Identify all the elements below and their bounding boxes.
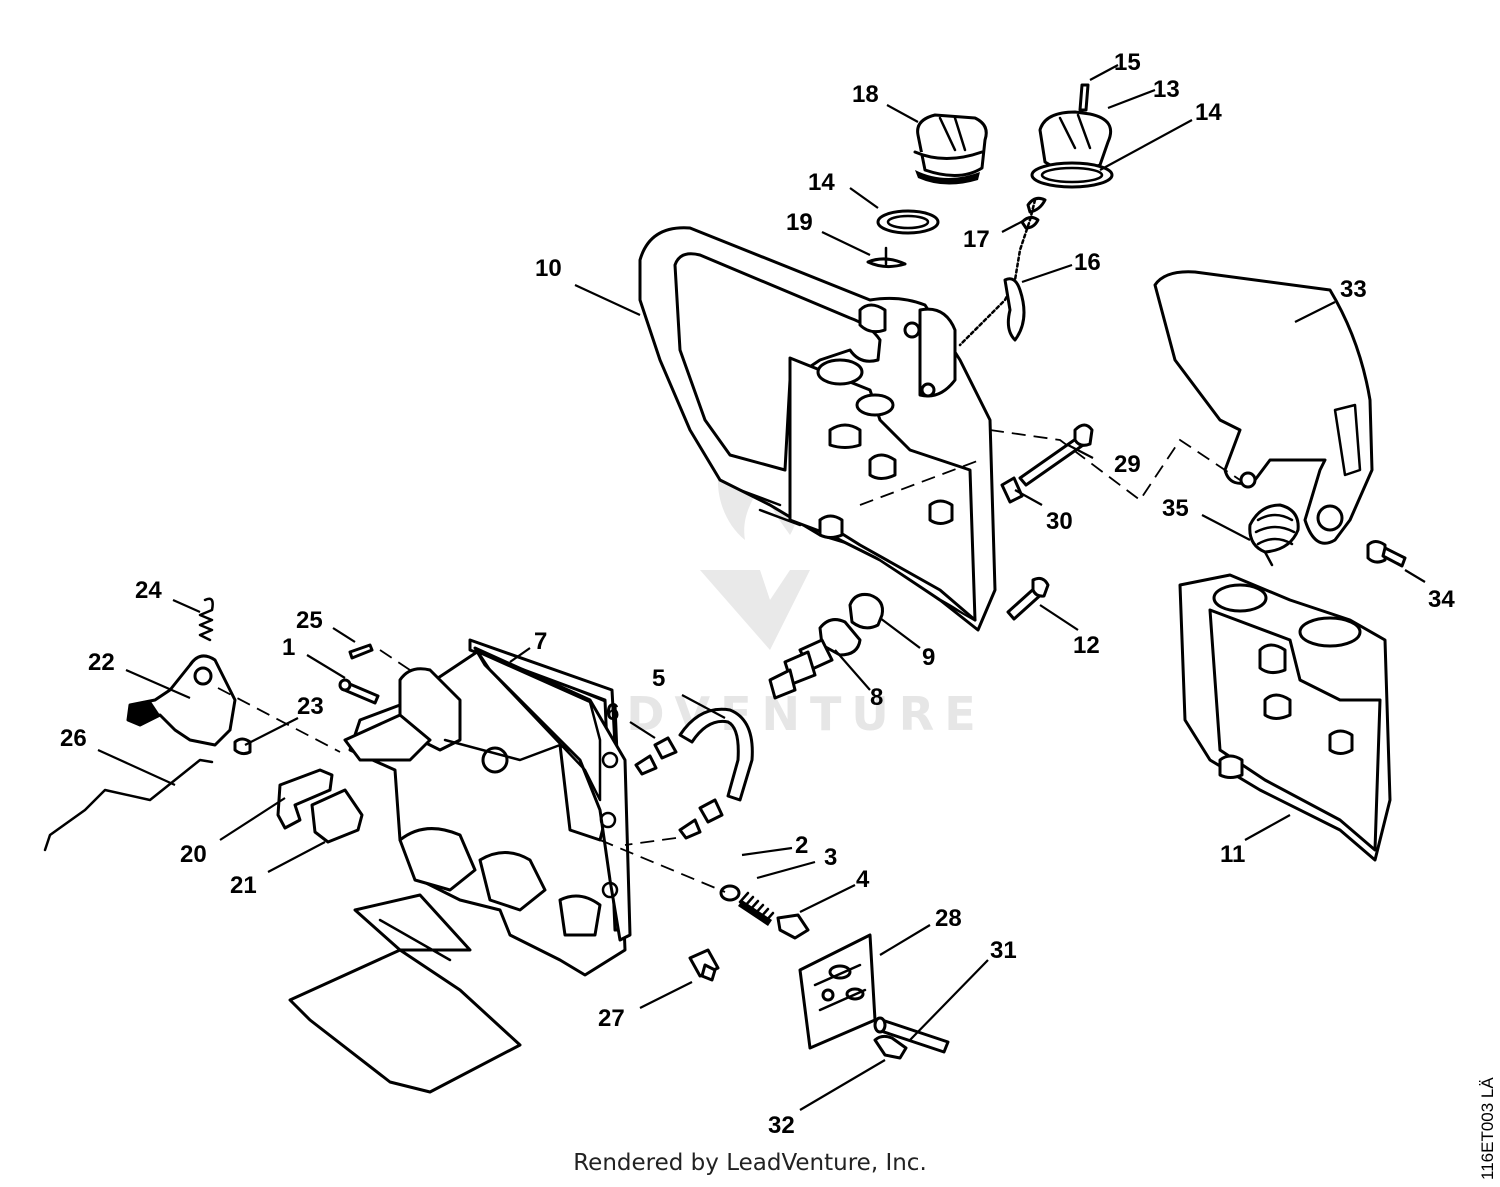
part-18-oil-cap <box>913 113 988 185</box>
part-14-washer <box>876 209 940 235</box>
part-27-bolt <box>688 948 720 982</box>
part-20-spring-clip <box>276 768 334 830</box>
callout-11: 11 <box>1220 841 1245 868</box>
callout-12: 12 <box>1073 632 1100 659</box>
part-26-throttle-rod <box>43 758 214 852</box>
part-13-fuel-cap <box>1030 110 1114 189</box>
callout-24: 24 <box>135 577 162 604</box>
footer-credit: Rendered by LeadVenture, Inc. <box>573 1150 927 1176</box>
callout-18: 18 <box>852 81 879 108</box>
callout-14-washer: 14 <box>808 169 835 196</box>
part-16-chain <box>958 198 1037 347</box>
part-30-sleeve <box>1000 476 1024 504</box>
part-8-oil-pump <box>768 618 862 700</box>
callout-31: 31 <box>990 937 1017 964</box>
part-7-gasket <box>473 646 632 942</box>
callout-2: 2 <box>795 832 808 859</box>
part-6-fitting <box>634 736 724 840</box>
document-id: 116ET003 LÄ <box>1478 1077 1497 1180</box>
leader-lines <box>97 64 1426 1111</box>
part-35-spring <box>1248 503 1300 567</box>
callout-8: 8 <box>870 684 883 711</box>
callout-14-cap: 14 <box>1195 99 1222 126</box>
part-22-throttle-trigger <box>126 654 237 747</box>
callout-3: 3 <box>824 844 837 871</box>
callout-15: 15 <box>1114 49 1141 76</box>
callout-23: 23 <box>297 693 324 720</box>
callout-22: 22 <box>88 649 115 676</box>
part-11-housing <box>1178 573 1392 862</box>
part-15-pin <box>1078 83 1090 112</box>
part-32-screw <box>873 1034 908 1060</box>
part-25-pin <box>348 643 374 660</box>
callout-21: 21 <box>230 872 257 899</box>
callout-26: 26 <box>60 725 87 752</box>
callout-10: 10 <box>535 255 562 282</box>
callout-6: 6 <box>606 699 619 726</box>
part-33-sprocket-cover <box>1153 270 1374 545</box>
bumper-plate <box>288 893 522 1094</box>
callout-35: 35 <box>1162 495 1189 522</box>
part-4-plug <box>776 913 810 940</box>
part-29-bolt <box>1018 423 1094 487</box>
callout-28: 28 <box>935 905 962 932</box>
callout-32: 32 <box>768 1112 795 1139</box>
part-28-plate <box>798 933 877 1050</box>
callout-19: 19 <box>786 209 813 236</box>
part-2-washer <box>719 884 741 902</box>
callout-29: 29 <box>1114 451 1141 478</box>
callouts: 1 2 3 4 5 6 7 8 9 10 11 12 13 14 14 15 1… <box>60 49 1455 1139</box>
callout-9: 9 <box>922 644 935 671</box>
part-12-screw <box>1006 576 1050 621</box>
callout-34: 34 <box>1428 586 1455 613</box>
assembly-lines <box>217 429 1241 893</box>
callout-4: 4 <box>856 866 870 893</box>
callout-1: 1 <box>282 634 295 661</box>
part-9-bushing <box>848 593 884 630</box>
part-5-oil-hose <box>678 707 754 802</box>
callout-16: 16 <box>1074 249 1101 276</box>
part-24-spring <box>198 597 214 642</box>
part-1-pin <box>338 678 380 705</box>
callout-7: 7 <box>534 628 547 655</box>
callout-33: 33 <box>1340 276 1367 303</box>
part-34-screw <box>1366 540 1407 568</box>
part-23-screw <box>233 737 252 756</box>
part-21-catch <box>310 788 364 844</box>
part-3-spring <box>738 891 775 926</box>
callout-5: 5 <box>652 665 665 692</box>
callout-25: 25 <box>296 607 323 634</box>
callout-17: 17 <box>963 226 990 253</box>
part-10-handle-tank-housing <box>638 226 997 632</box>
callout-20: 20 <box>180 841 207 868</box>
callout-30: 30 <box>1046 508 1073 535</box>
part-19-valve <box>866 246 907 269</box>
callout-13: 13 <box>1153 76 1180 103</box>
callout-27: 27 <box>598 1005 625 1032</box>
